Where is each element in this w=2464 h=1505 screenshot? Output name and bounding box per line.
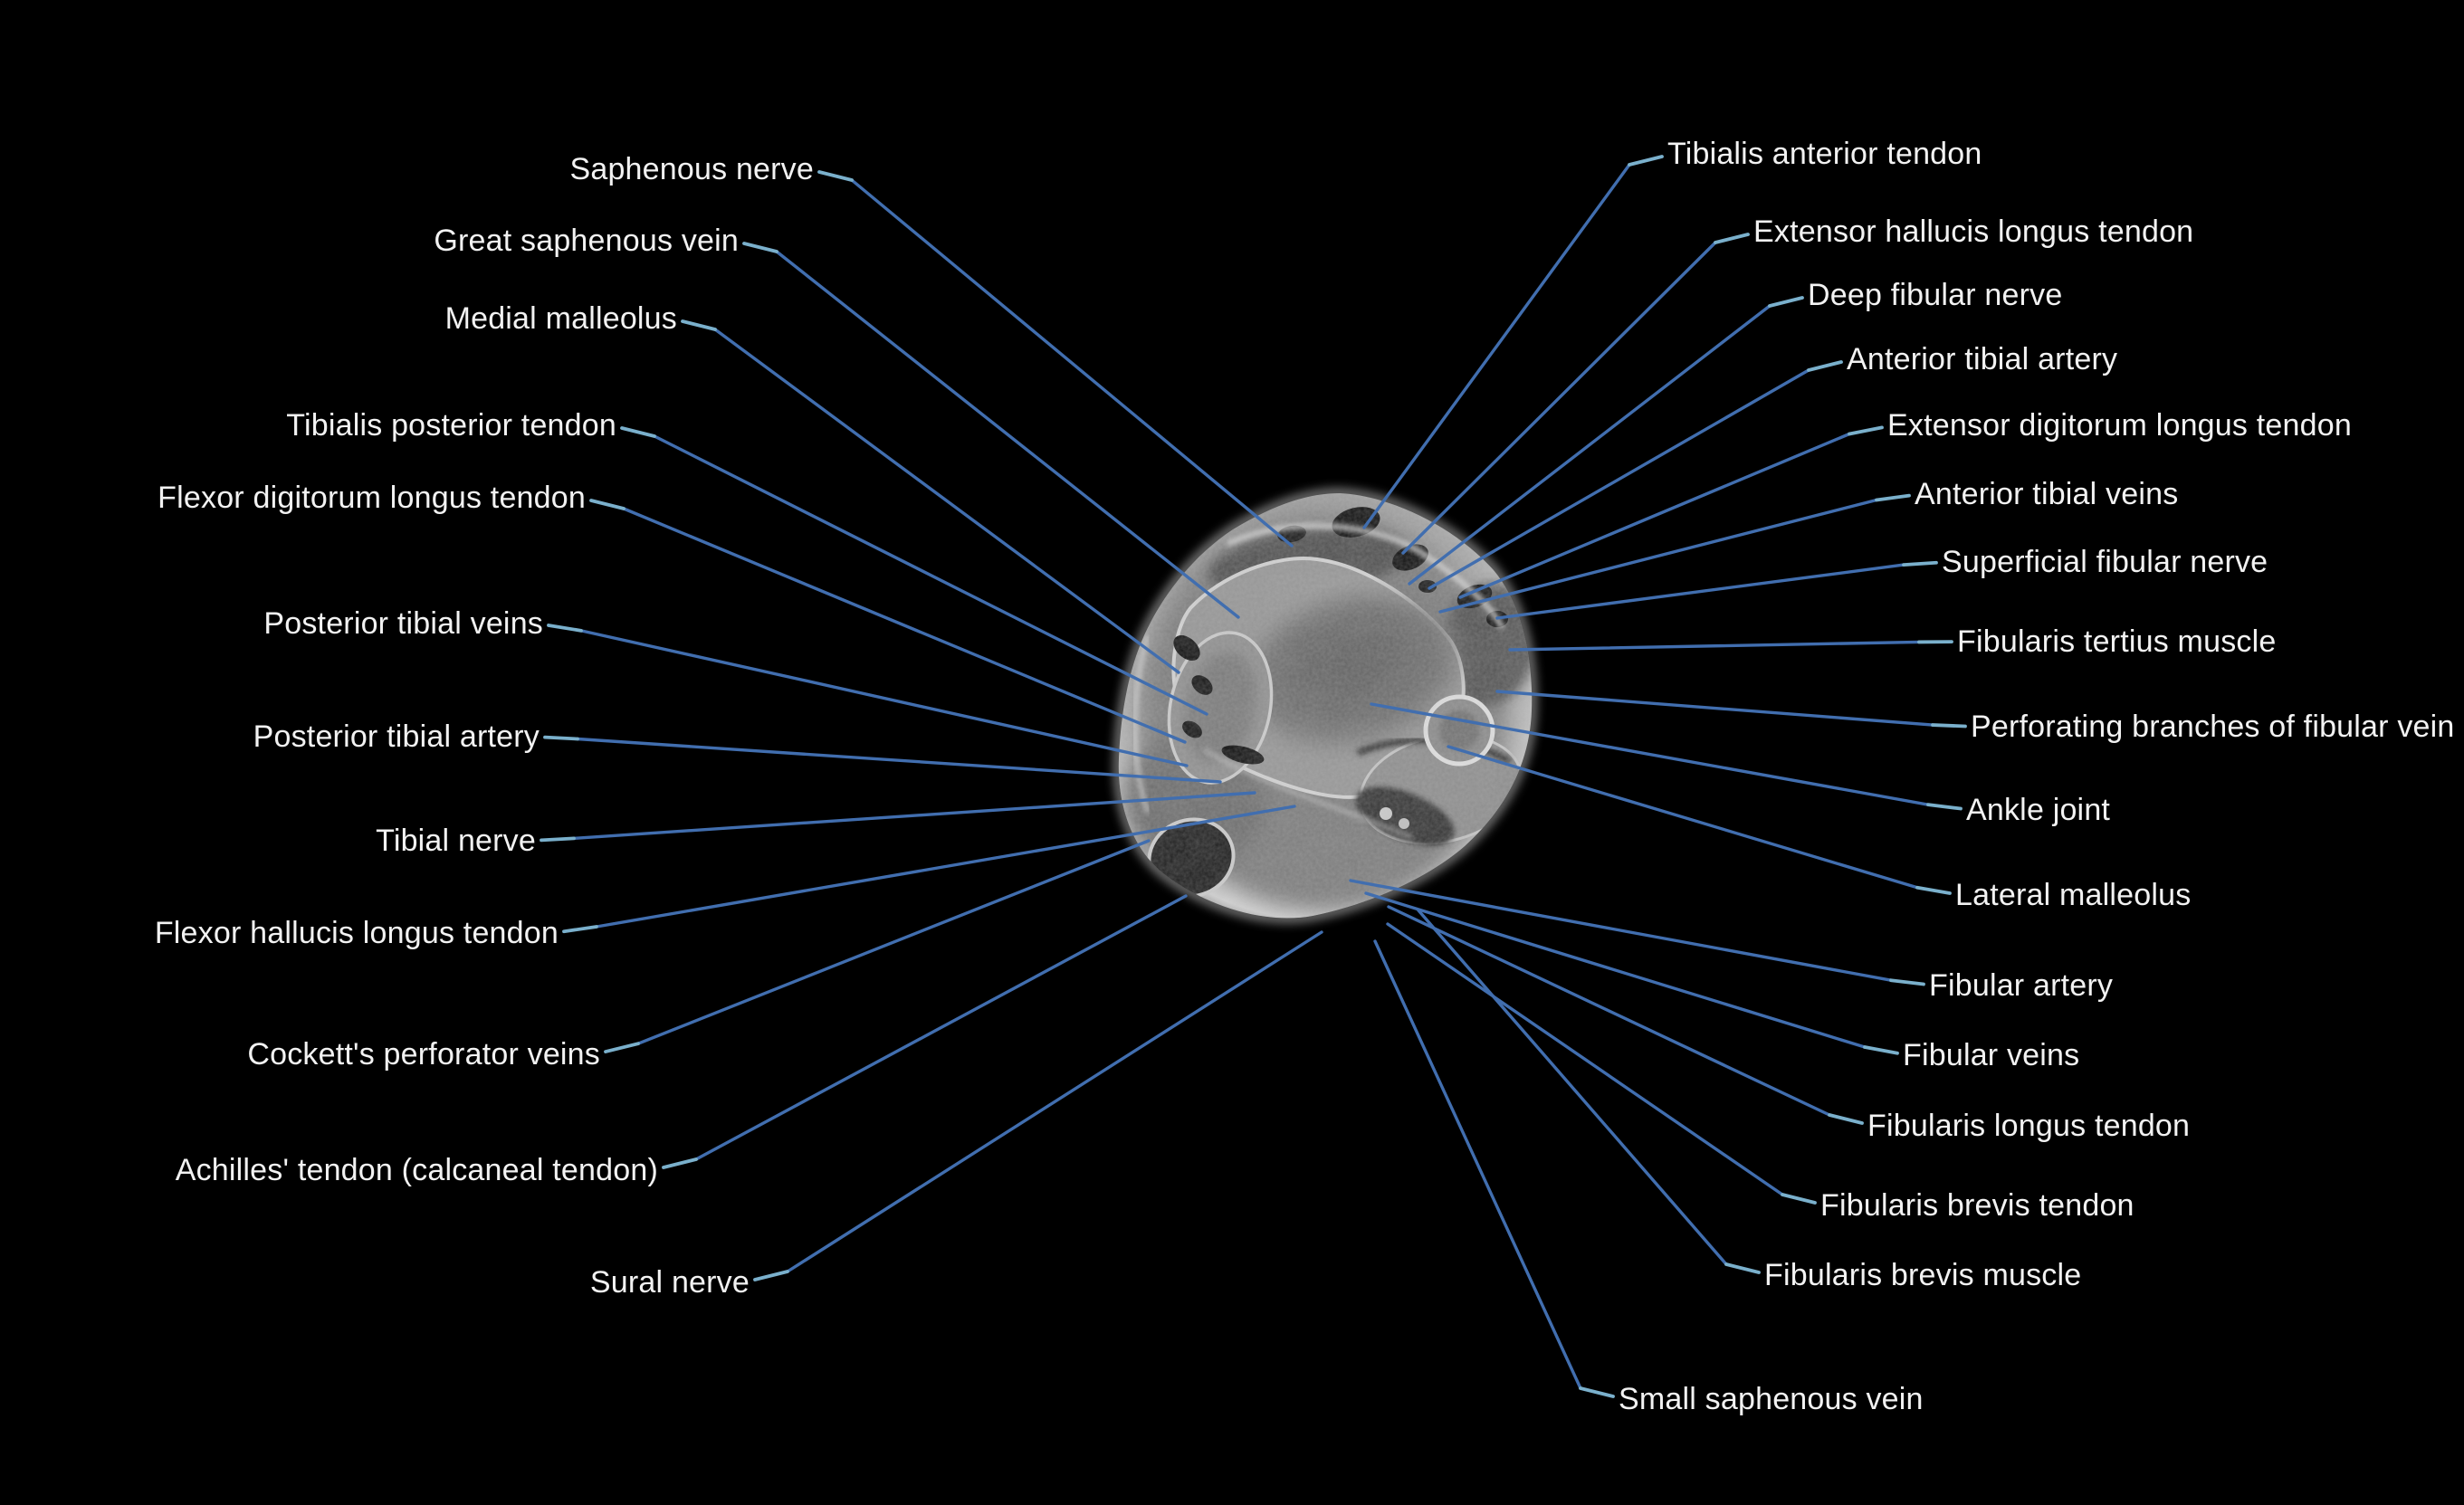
label-achilles-tendon: Achilles' tendon (calcaneal tendon) [175,1153,658,1187]
leader-tick-anterior-tibial-artery [1807,360,1843,372]
leader-line-great-saphenous-vein [775,250,1240,619]
leader-tick-lateral-malleolus [1915,885,1952,895]
label-great-saphenous-vein: Great saphenous vein [434,224,739,258]
label-anterior-tibial-veins: Anterior tibial veins [1915,477,2179,511]
label-cocketts-perforator-veins: Cockett's perforator veins [247,1037,600,1072]
leader-tick-fibularis-brevis-muscle [1724,1262,1761,1274]
leader-line-tibial-nerve [572,791,1256,841]
label-anterior-tibial-artery: Anterior tibial artery [1847,342,2118,376]
leader-tick-flexor-hallucis-longus-tendon [562,925,598,934]
leader-line-sural-nerve [786,930,1323,1273]
leader-tick-extensor-hallucis-longus-tendon [1714,233,1750,244]
coarse-texture [1118,493,1533,919]
leader-tick-posterior-tibial-artery [543,735,579,741]
leader-line-medial-malleolus [713,328,1180,674]
leader-line-ankle-joint [1370,702,1930,806]
label-posterior-tibial-artery: Posterior tibial artery [253,719,540,754]
label-ankle-joint: Ankle joint [1966,793,2111,827]
leader-line-fibularis-longus-tendon [1387,905,1831,1117]
label-fibularis-brevis-tendon: Fibularis brevis tendon [1820,1188,2135,1223]
leader-line-superficial-fibular-nerve [1495,563,1905,620]
label-fibularis-tertius-muscle: Fibularis tertius muscle [1957,624,2277,659]
leader-tick-fibular-veins [1863,1045,1899,1055]
label-small-saphenous-vein: Small saphenous vein [1619,1382,1924,1416]
leader-line-deep-fibular-nerve [1408,304,1772,586]
label-fibularis-brevis-muscle: Fibularis brevis muscle [1764,1258,2082,1292]
leader-tick-great-saphenous-vein [742,242,778,253]
leader-line-extensor-hallucis-longus-tendon [1401,241,1717,555]
label-medial-malleolus: Medial malleolus [444,301,677,336]
label-flexor-digitorum-longus-tendon: Flexor digitorum longus tendon [158,481,586,515]
leader-line-fibularis-tertius-muscle [1508,640,1921,652]
leader-tick-extensor-digitorum-longus-tendon [1848,425,1884,436]
leader-line-achilles-tendon [694,894,1188,1161]
leader-tick-cocketts-perforator-veins [604,1042,640,1053]
leader-tick-ankle-joint [1926,803,1963,811]
leader-line-fibularis-brevis-tendon [1386,922,1784,1196]
label-fibular-veins: Fibular veins [1903,1038,2080,1072]
leader-tick-fibularis-brevis-tendon [1781,1193,1817,1205]
leader-tick-perforating-branches-fibular-vein [1931,723,1967,729]
leader-tick-fibular-artery [1889,978,1925,986]
leader-tick-deep-fibular-nerve [1768,296,1804,308]
label-posterior-tibial-veins: Posterior tibial veins [263,606,543,641]
label-deep-fibular-nerve: Deep fibular nerve [1808,278,2063,312]
leader-tick-tibial-nerve [540,836,576,843]
leader-tick-posterior-tibial-veins [547,624,583,633]
leader-line-anterior-tibial-artery [1428,368,1810,590]
leader-tick-superficial-fibular-nerve [1902,560,1938,567]
leader-line-tibialis-anterior-tendon [1362,163,1631,529]
leader-tick-small-saphenous-vein [1579,1386,1615,1398]
leader-line-fibular-veins [1364,891,1867,1049]
leader-line-fibular-artery [1349,879,1893,982]
label-extensor-digitorum-longus-tendon: Extensor digitorum longus tendon [1887,408,2352,443]
label-tibialis-posterior-tendon: Tibialis posterior tendon [286,408,616,443]
leader-line-posterior-tibial-artery [576,737,1222,784]
leader-line-fibularis-brevis-muscle [1417,909,1728,1266]
leader-line-lateral-malleolus [1447,745,1919,890]
leader-line-cocketts-perforator-veins [636,839,1151,1045]
label-flexor-hallucis-longus-tendon: Flexor hallucis longus tendon [154,916,559,950]
label-perforating-branches-fibular-vein: Perforating branches of fibular vein [1971,710,2455,744]
leader-tick-achilles-tendon [662,1157,698,1169]
leader-lines [540,155,1967,1398]
label-sural-nerve: Sural nerve [589,1265,750,1300]
leader-tick-saphenous-nerve [817,170,854,182]
leader-tick-tibialis-anterior-tendon [1628,155,1664,167]
label-extensor-hallucis-longus-tendon: Extensor hallucis longus tendon [1753,214,2194,249]
leader-line-anterior-tibial-veins [1438,498,1878,614]
label-fibularis-longus-tendon: Fibularis longus tendon [1867,1109,2191,1143]
leader-line-posterior-tibial-veins [579,629,1189,767]
leader-tick-tibialis-posterior-tendon [620,426,656,438]
leader-line-saphenous-nerve [850,178,1294,548]
label-tibial-nerve: Tibial nerve [376,824,536,858]
leader-tick-anterior-tibial-veins [1875,493,1911,502]
leader-line-flexor-hallucis-longus-tendon [595,805,1296,929]
leader-tick-medial-malleolus [681,319,717,331]
label-tibialis-anterior-tendon: Tibialis anterior tendon [1667,137,1982,171]
leader-line-extensor-digitorum-longus-tendon [1458,432,1851,599]
leader-line-flexor-digitorum-longus-tendon [622,507,1187,744]
label-fibular-artery: Fibular artery [1929,968,2114,1003]
label-saphenous-nerve: Saphenous nerve [569,152,814,186]
label-superficial-fibular-nerve: Superficial fibular nerve [1942,545,2268,579]
leader-tick-fibularis-longus-tendon [1828,1113,1864,1125]
leader-line-perforating-branches-fibular-vein [1495,690,1934,727]
leader-line-tibialis-posterior-tendon [653,434,1208,716]
leader-tick-flexor-digitorum-longus-tendon [589,499,626,510]
leader-tick-sural-nerve [753,1270,789,1281]
label-lateral-malleolus: Lateral malleolus [1955,878,2192,912]
leader-line-small-saphenous-vein [1373,939,1582,1390]
